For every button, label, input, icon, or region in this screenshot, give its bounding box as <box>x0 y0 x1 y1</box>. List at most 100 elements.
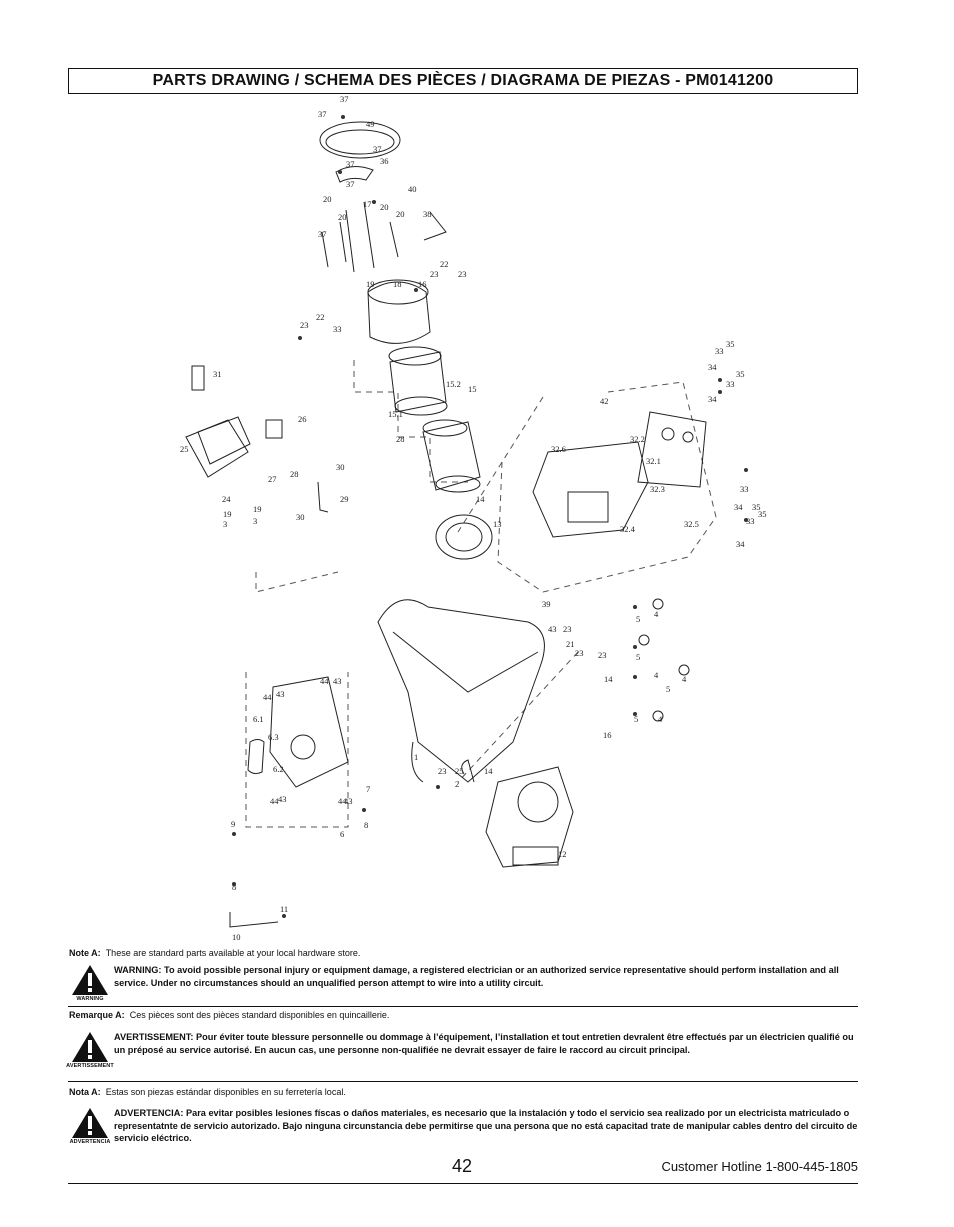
part-callout: 43 <box>278 794 287 804</box>
part-callout: 14 <box>604 674 613 684</box>
part-callout: 20 <box>338 212 347 222</box>
warning-text: ADVERTENCIA: Para evitar posibles lesion… <box>114 1108 858 1143</box>
part-callout: 35 <box>758 509 767 519</box>
warning-icon-label: WARNING <box>76 996 104 1002</box>
part-callout: 5 <box>634 714 638 724</box>
part-callout: 43 <box>276 689 285 699</box>
part-callout: 23 <box>438 766 447 776</box>
part-callout: 5 <box>666 684 670 694</box>
page-number: 42 <box>452 1156 473 1176</box>
warning-text: AVERTISSEMENT: Pour éviter toute blessur… <box>114 1032 854 1055</box>
part-callout: 6.2 <box>273 764 284 774</box>
part-callout: 31 <box>213 369 222 379</box>
warning-icon: AVERTISSEMENT <box>66 1030 114 1069</box>
part-callout: 13 <box>493 519 502 529</box>
part-callout: 19 <box>223 509 232 519</box>
part-callout: 20 <box>380 202 389 212</box>
warning-icon-label: AVERTISSEMENT <box>66 1063 114 1069</box>
part-callout: 33 <box>726 379 735 389</box>
part-callout: 4 <box>658 714 663 724</box>
part-callout: 32.1 <box>646 456 661 466</box>
divider <box>68 1006 858 1007</box>
part-callout: 33 <box>333 324 342 334</box>
part-callout: 32.5 <box>684 519 699 529</box>
note-label: Nota A: <box>69 1087 101 1097</box>
part-callout: 20 <box>396 209 405 219</box>
part-callout: 37 <box>318 229 327 239</box>
warning-en: WARNING WARNING: To avoid possible perso… <box>68 963 858 1002</box>
part-callout: 28 <box>290 469 299 479</box>
part-callout: 34 <box>708 394 717 404</box>
part-callout: 11 <box>280 904 288 914</box>
part-callout: 18 <box>393 279 402 289</box>
part-callout: 44 <box>263 692 272 702</box>
part-callout: 23 <box>575 648 584 658</box>
part-callout: 19 <box>366 279 375 289</box>
part-callout: 44 <box>270 796 279 806</box>
part-callout: 37 <box>373 144 382 154</box>
part-callout: 16 <box>603 730 612 740</box>
part-callout: 5 <box>636 652 640 662</box>
part-callout: 37 <box>346 159 355 169</box>
part-callout: 9 <box>231 819 235 829</box>
part-callout: 23 <box>598 650 607 660</box>
part-callout: 35 <box>752 502 761 512</box>
part-callout: 37 <box>340 94 349 104</box>
part-callout: 15.1 <box>388 409 403 419</box>
part-callout: 32.4 <box>620 524 636 534</box>
note-text: These are standard parts available at yo… <box>105 948 361 958</box>
part-callout: 14 <box>484 766 493 776</box>
part-callout: 44 <box>338 796 347 806</box>
part-callout: 24 <box>222 494 231 504</box>
part-callout: 20 <box>323 194 332 204</box>
warning-icon-label: ADVERTENCIA <box>69 1139 111 1145</box>
part-callout: 36 <box>380 156 389 166</box>
part-callout: 7 <box>366 784 370 794</box>
part-callout: 33 <box>746 516 755 526</box>
warning-fr: AVERTISSEMENT AVERTISSEMENT: Pour éviter… <box>66 1030 858 1069</box>
part-callout: 25 <box>180 444 189 454</box>
part-callout: 32.6 <box>551 444 566 454</box>
part-callout: 6.1 <box>253 714 264 724</box>
part-callout: 21 <box>566 639 575 649</box>
part-callout: 3 <box>223 519 227 529</box>
part-callout: 32.2 <box>630 434 645 444</box>
part-callout: 4 <box>682 674 687 684</box>
note-a-fr: Remarque A: Ces pièces sont des pièces s… <box>69 1010 389 1020</box>
note-a-en: Note A: These are standard parts availab… <box>69 948 360 958</box>
part-callout: 25 <box>455 766 464 776</box>
part-callout: 30 <box>296 512 305 522</box>
part-callout: 23 <box>300 320 309 330</box>
part-callout: 15.2 <box>446 379 461 389</box>
part-callout: 26 <box>298 414 307 424</box>
part-callout: 37 <box>346 179 355 189</box>
note-a-es: Nota A: Estas son piezas estándar dispon… <box>69 1087 346 1097</box>
part-callout: 14 <box>476 494 485 504</box>
part-callout: 34 <box>734 502 743 512</box>
part-callout: 8 <box>232 882 236 892</box>
warning-es: ADVERTENCIA ADVERTENCIA: Para evitar pos… <box>68 1106 858 1145</box>
note-label: Remarque A: <box>69 1010 125 1020</box>
part-callout: 44 <box>320 676 329 686</box>
part-callout: 43 <box>344 796 353 806</box>
part-callout: 33 <box>740 484 749 494</box>
part-callout: 34 <box>708 362 717 372</box>
part-callout: 32.3 <box>650 484 665 494</box>
part-callout: 15 <box>468 384 477 394</box>
part-callout: 2 <box>455 779 459 789</box>
warning-icon: WARNING <box>68 963 112 1002</box>
part-callout: 27 <box>268 474 277 484</box>
page-title: PARTS DRAWING / SCHEMA DES PIÈCES / DIAG… <box>68 68 858 94</box>
part-callout: 16 <box>418 279 427 289</box>
part-callout: 12 <box>558 849 567 859</box>
part-callout: 8 <box>364 820 368 830</box>
part-callout: 28 <box>396 434 405 444</box>
part-callout: 19 <box>253 504 262 514</box>
part-callout: 29 <box>340 494 349 504</box>
part-callout: 37 <box>318 109 327 119</box>
note-label: Note A: <box>69 948 101 958</box>
part-callout: 23 <box>430 269 439 279</box>
customer-hotline: Customer Hotline 1-800-445-1805 <box>661 1159 858 1174</box>
part-callout: 6 <box>340 829 344 839</box>
